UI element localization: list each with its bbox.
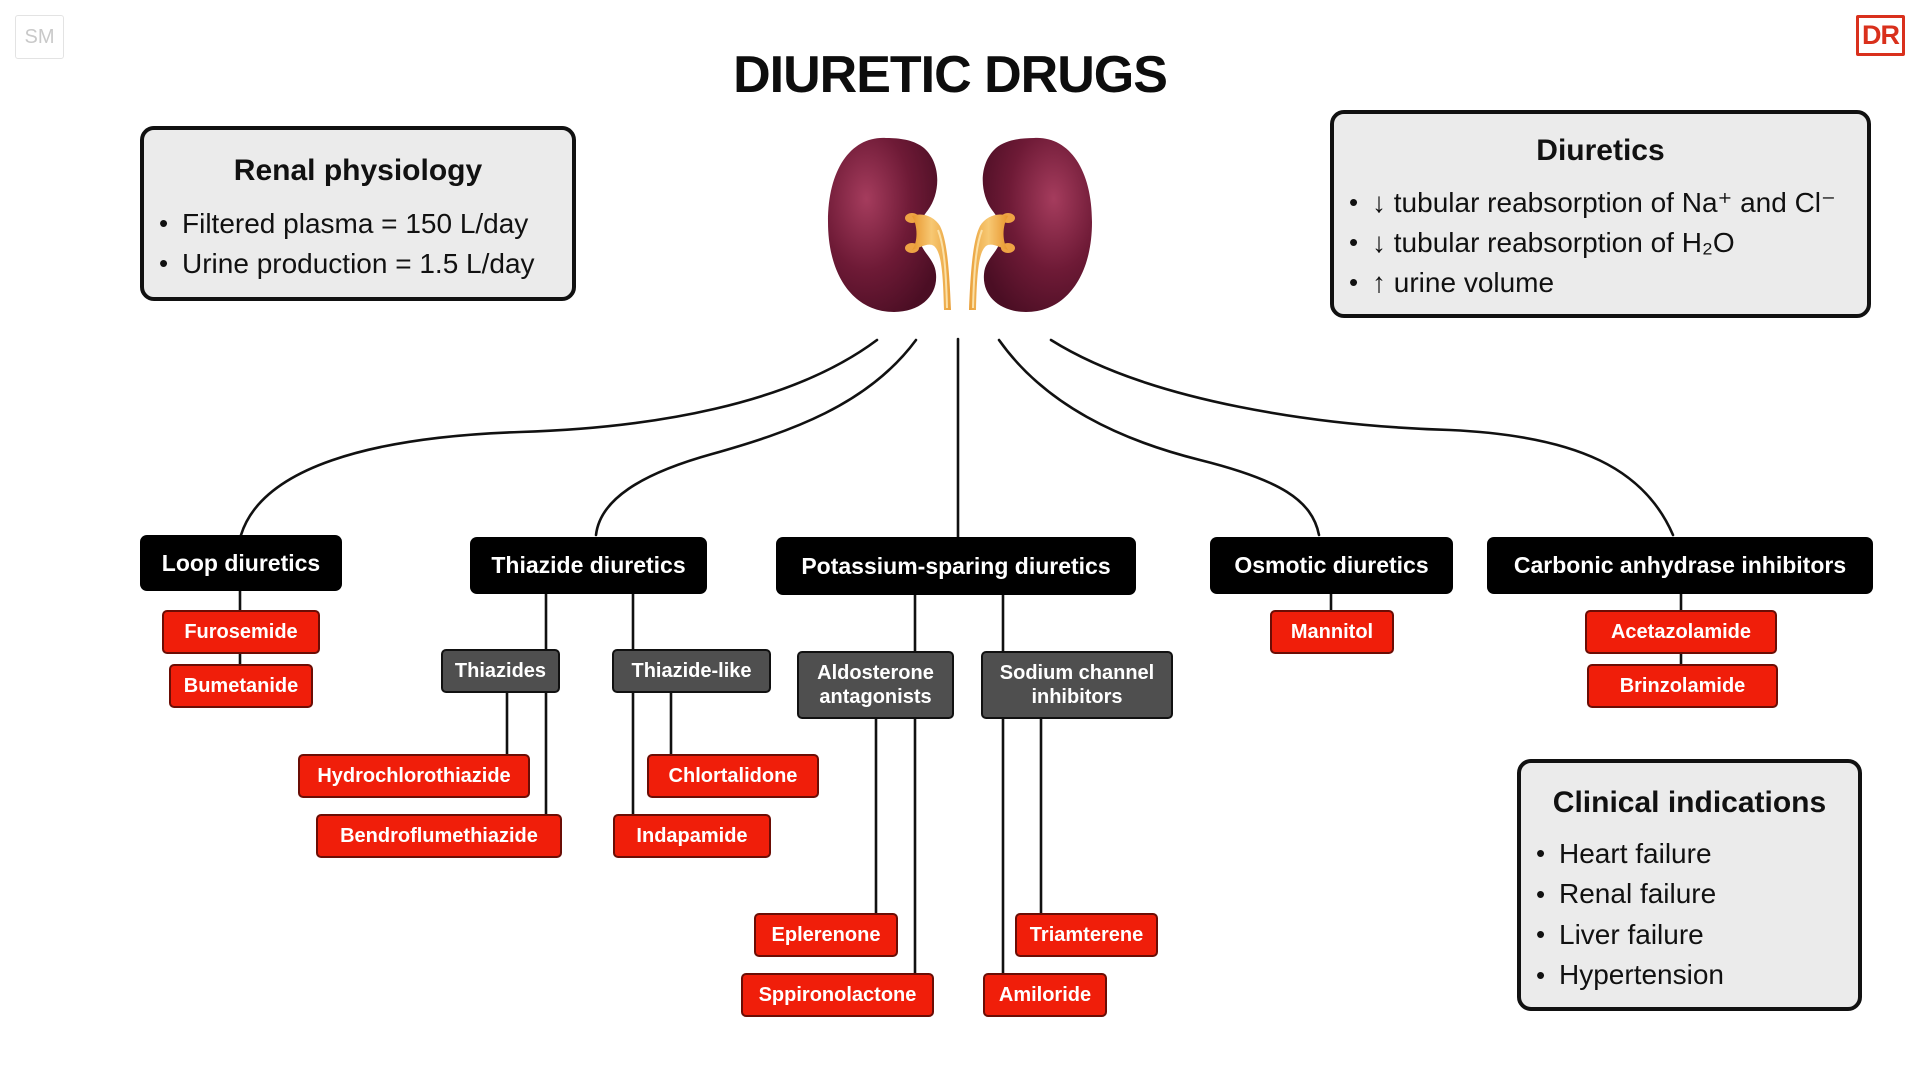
drug-furosemide: Furosemide [162,610,320,654]
renal-physiology-title: Renal physiology [233,154,483,187]
drug-spironolactone: Sppironolactone [741,973,934,1017]
category-loop-diuretics: Loop diuretics [140,535,342,591]
list-item: Heart failure [1536,833,1858,874]
clinical-indications-title: Clinical indications [1552,786,1827,819]
category-thiazide-diuretics: Thiazide diuretics [470,537,707,594]
diuretics-item-text: ↓ tubular reabsorption of Na⁺ and Cl⁻ [1372,186,1836,218]
bullet-icon [159,243,182,283]
drug-acetazolamide: Acetazolamide [1585,610,1777,654]
connector-carbonic [1049,338,1675,537]
dr-logo: DR [1856,15,1905,56]
renal-physiology-box: Renal physiology Filtered plasma = 150 L… [140,126,576,301]
renal-physiology-list: Filtered plasma = 150 L/day Urine produc… [144,203,572,283]
bullet-icon [1536,833,1559,874]
indication-text: Liver failure [1559,918,1704,950]
list-item: Liver failure [1536,914,1858,955]
indication-text: Renal failure [1559,878,1717,909]
drug-indapamide: Indapamide [613,814,771,858]
indication-text: Hypertension [1559,959,1724,990]
drug-triamterene: Triamterene [1015,913,1158,957]
category-carbonic-anhydrase-inhibitors: Carbonic anhydrase inhibitors [1487,537,1873,594]
bullet-icon [1349,262,1372,302]
bullet-icon [1349,222,1372,262]
page-title: DIURETIC DRUGS [733,46,1168,104]
drug-bendroflumethiazide: Bendroflumethiazide [316,814,562,858]
kidneys-icon [828,137,1092,312]
list-item: Urine production = 1.5 L/day [159,243,572,283]
diuretics-item-text: ↑ urine volume [1372,266,1555,298]
drug-brinzolamide: Brinzolamide [1587,664,1778,708]
clinical-indications-box: Clinical indications Heart failure Renal… [1517,759,1862,1011]
drug-amiloride: Amiloride [983,973,1107,1017]
right-kidney-icon [969,137,1092,312]
bullet-icon [1349,182,1372,222]
list-item: ↓ tubular reabsorption of H₂O [1349,222,1867,262]
connector-thiazide [594,338,918,537]
renal-item-text: Urine production = 1.5 L/day [182,247,535,279]
clinical-indications-list: Heart failure Renal failure Liver failur… [1521,833,1858,995]
category-potassium-sparing-diuretics: Potassium-sparing diuretics [776,537,1136,595]
bullet-icon [1536,914,1559,955]
left-ureter-highlight [937,229,948,309]
diuretics-box: Diuretics ↓ tubular reabsorption of Na⁺ … [1330,110,1871,318]
category-osmotic-diuretics: Osmotic diuretics [1210,537,1453,594]
list-item: ↓ tubular reabsorption of Na⁺ and Cl⁻ [1349,182,1867,222]
bullet-icon [1536,874,1559,915]
sm-logo: SM [15,15,64,59]
diuretics-title: Diuretics [1536,134,1665,167]
left-kidney-icon [828,137,951,312]
connector-osmotic [997,338,1321,537]
right-kidney-shape [982,137,1092,312]
diuretics-list: ↓ tubular reabsorption of Na⁺ and Cl⁻ ↓ … [1334,182,1867,302]
group-thiazides: Thiazides [441,649,560,693]
drug-mannitol: Mannitol [1270,610,1394,654]
right-ureter-highlight [972,229,983,309]
connector-loop [239,338,879,537]
drug-chlortalidone: Chlortalidone [647,754,819,798]
drug-eplerenone: Eplerenone [754,913,898,957]
drug-bumetanide: Bumetanide [169,664,313,708]
renal-item-text: Filtered plasma = 150 L/day [182,207,529,239]
drug-hydrochlorothiazide: Hydrochlorothiazide [298,754,530,798]
list-item: Hypertension [1536,955,1858,996]
bullet-icon [159,203,182,243]
diuretics-item-text: ↓ tubular reabsorption of H₂O [1372,226,1735,258]
bullet-icon [1536,955,1559,996]
indication-text: Heart failure [1559,837,1712,869]
group-sodium-channel-inhibitors: Sodium channel inhibitors [981,651,1173,719]
list-item: Filtered plasma = 150 L/day [159,203,572,243]
group-aldosterone-antagonists: Aldosterone antagonists [797,651,954,719]
list-item: Renal failure [1536,874,1858,915]
group-thiazide-like: Thiazide-like [612,649,771,693]
list-item: ↑ urine volume [1349,262,1867,302]
left-kidney-shape [828,137,938,312]
